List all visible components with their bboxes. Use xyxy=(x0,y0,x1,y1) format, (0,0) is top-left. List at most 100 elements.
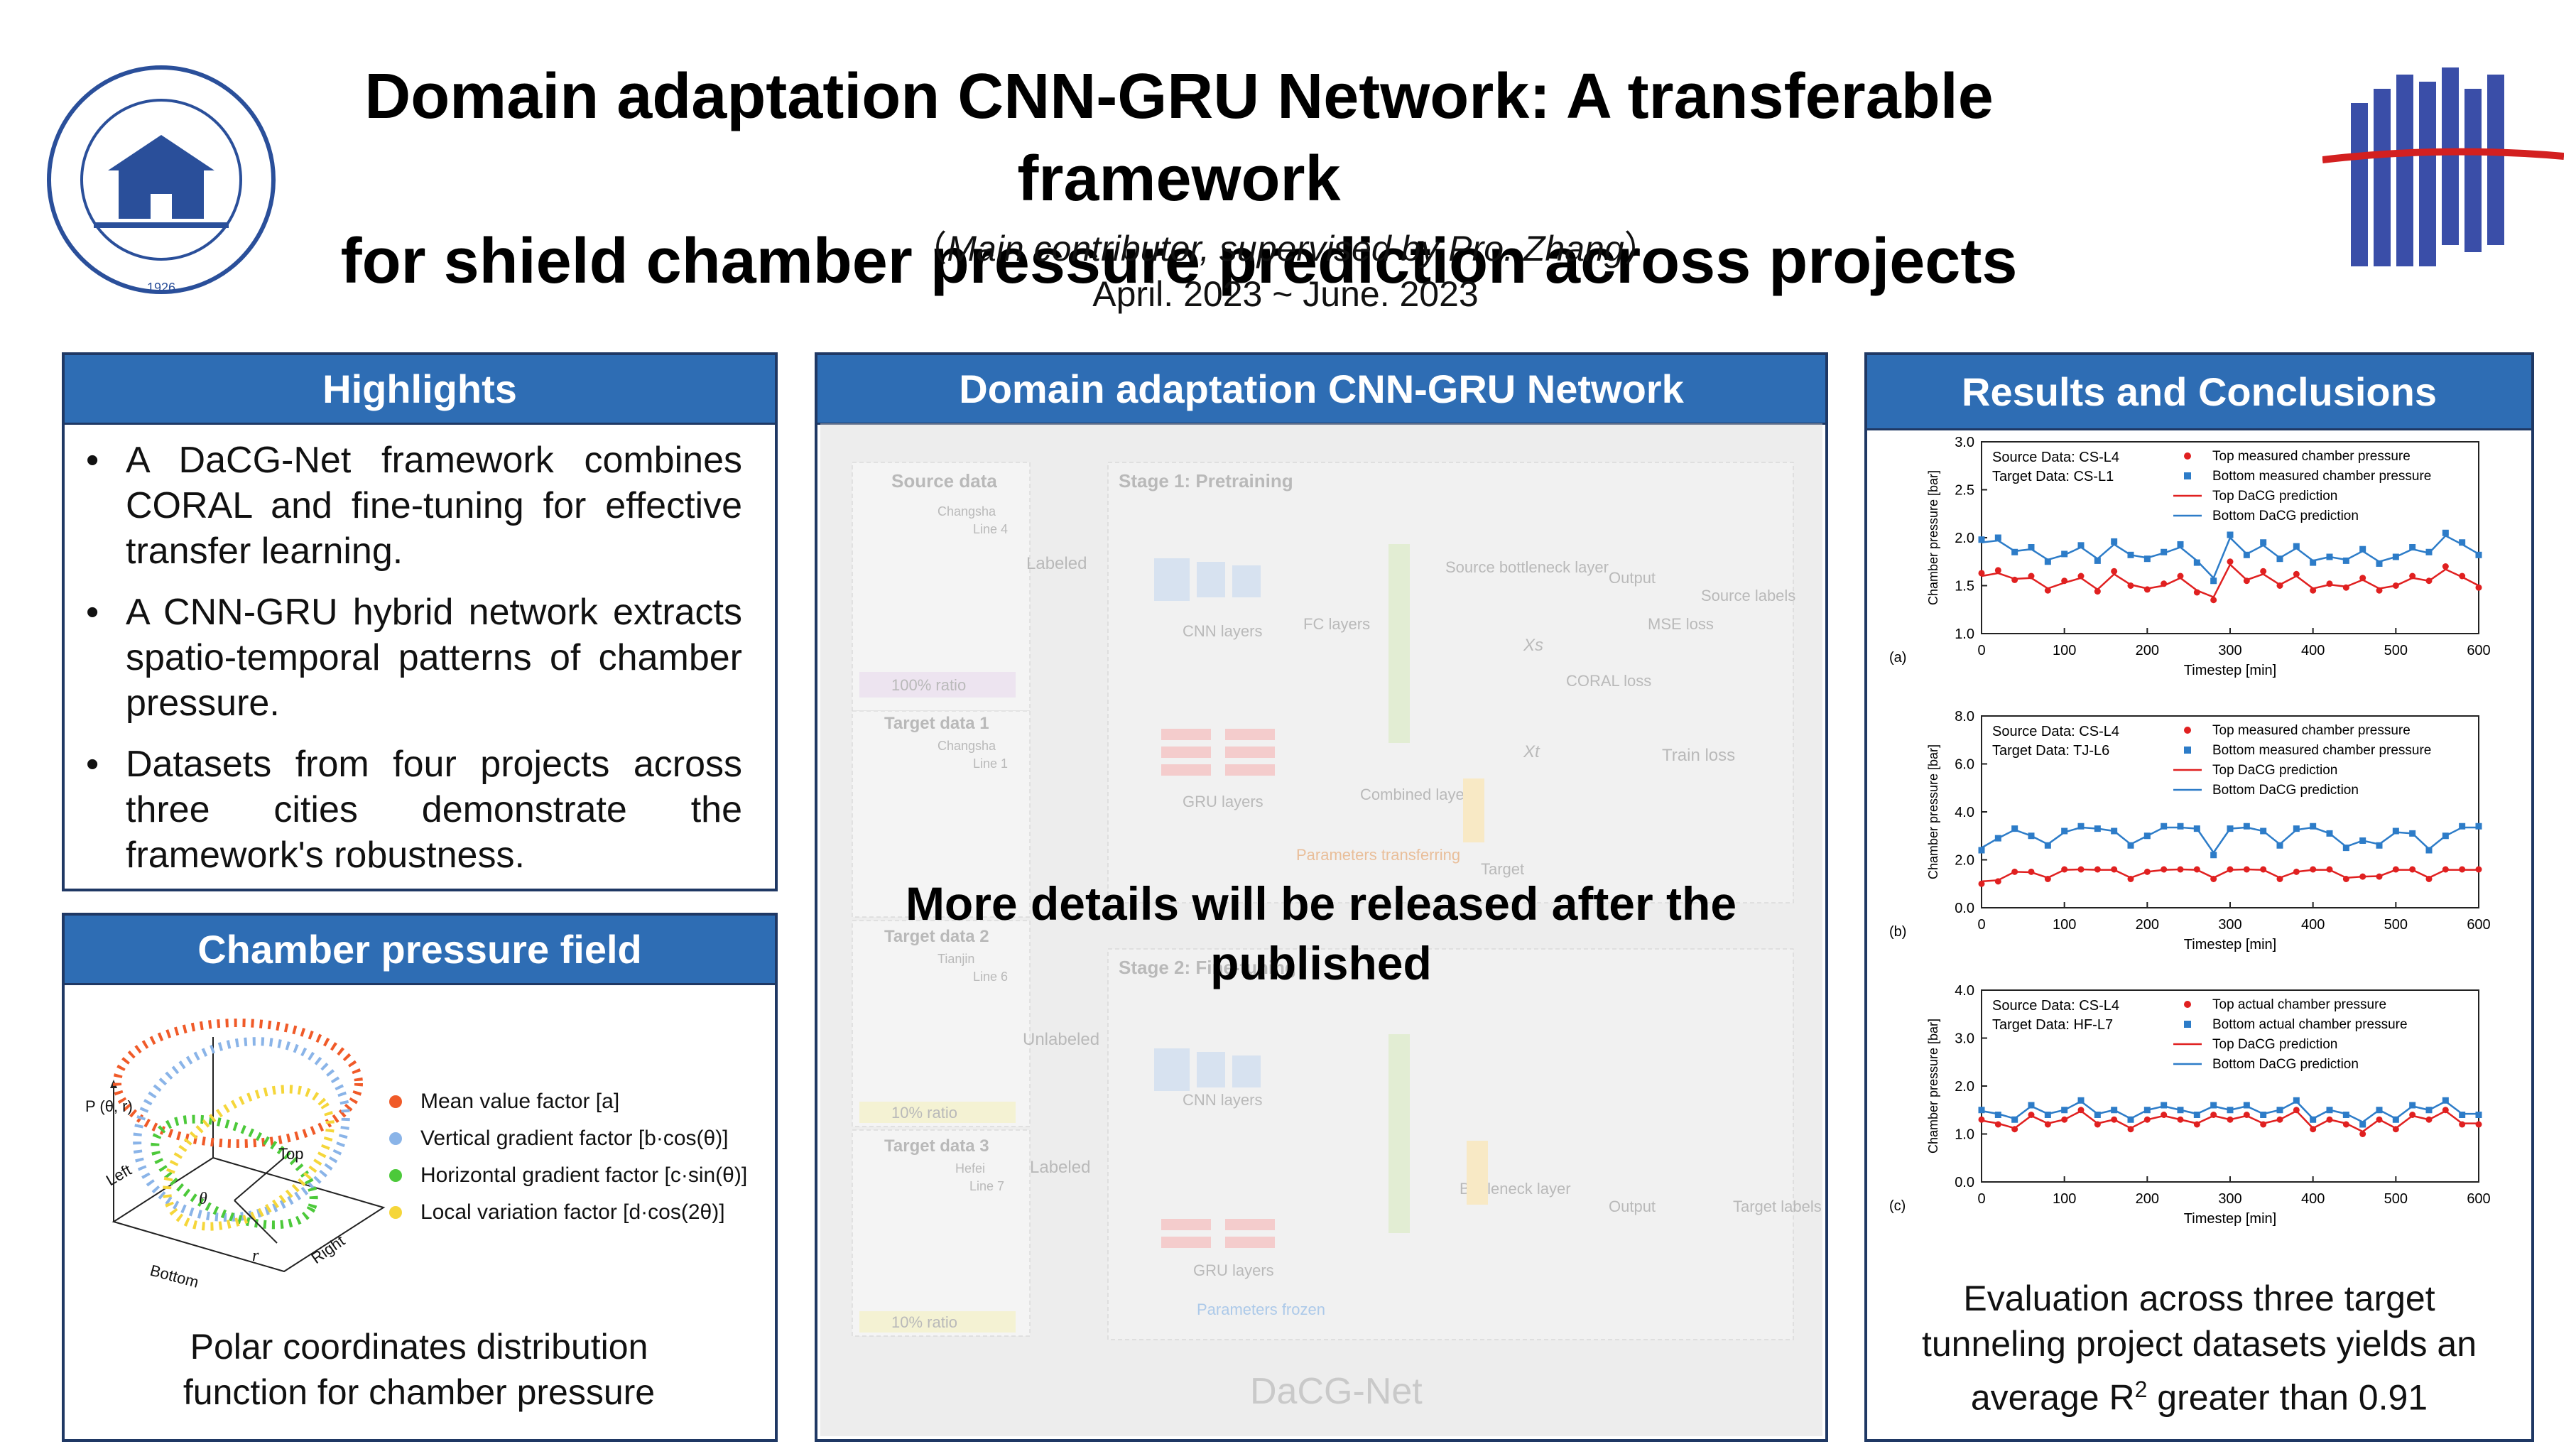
series-point xyxy=(2376,560,2383,567)
series-point xyxy=(2475,1112,2482,1118)
series-point xyxy=(1994,534,2001,541)
legend-item: Mean value factor [a] xyxy=(389,1090,747,1114)
legend-marker xyxy=(2184,1021,2191,1028)
caption-line-2: function for chamber pressure xyxy=(183,1372,656,1412)
x-tick-label: 500 xyxy=(2384,643,2408,658)
target-labels-label: Target labels xyxy=(1733,1198,1822,1215)
series-point xyxy=(2359,575,2366,582)
x-axis-label: Timestep [min] xyxy=(2184,1211,2276,1227)
x-tick-label: 300 xyxy=(2218,1191,2241,1207)
series-point xyxy=(2077,542,2085,549)
y-axis-label: Chamber pressure [bar] xyxy=(1926,470,1940,605)
x-tick-label: 500 xyxy=(2384,917,2408,933)
field-legend: Mean value factor [a] Vertical gradient … xyxy=(389,1090,747,1237)
series-point xyxy=(2260,568,2267,575)
series-point xyxy=(1994,1112,2001,1118)
x-tick-label: 0 xyxy=(1977,643,1985,658)
y-axis-label: Chamber pressure [bar] xyxy=(1926,744,1940,879)
legend-marker xyxy=(2184,727,2191,734)
legend-text: Top DaCG prediction xyxy=(2212,489,2337,504)
series-point xyxy=(2359,1131,2366,1137)
highlights-panel: Highlights A DaCG-Net framework combines… xyxy=(62,352,778,891)
series-point xyxy=(2475,823,2482,830)
series-point xyxy=(2409,544,2416,550)
series-point xyxy=(1994,567,2001,574)
y-tick-label: 0.0 xyxy=(1955,901,1974,916)
target1-label: Target data 1 xyxy=(884,714,989,733)
x-tick-label: 400 xyxy=(2301,643,2325,658)
panel-label: (b) xyxy=(1889,924,1906,940)
conclusion-line-3: average R2 greater than 0.91 xyxy=(1970,1377,2428,1418)
series-point xyxy=(1978,880,1985,887)
legend-text: Bottom DaCG prediction xyxy=(2212,509,2359,523)
source-text: Source Data: CS-L4 xyxy=(1992,998,2119,1014)
y-axis-label: Chamber pressure [bar] xyxy=(1926,1019,1940,1154)
xs-label: Xs xyxy=(1523,636,1543,655)
stage2-label: Stage 2: Fine-tuning xyxy=(1119,957,1296,978)
pressure-field-panel: Chamber pressure field xyxy=(62,913,778,1442)
xt-label: Xt xyxy=(1523,742,1540,761)
x-tick-label: 300 xyxy=(2218,917,2241,933)
x-tick-label: 400 xyxy=(2301,917,2325,933)
legend-item: Vertical gradient factor [b·cos(θ)] xyxy=(389,1127,747,1151)
y-tick-label: 2.0 xyxy=(1955,531,1974,546)
legend-text: Top DaCG prediction xyxy=(2212,763,2337,778)
source-labels-label: Source labels xyxy=(1701,587,1795,604)
source-data-label: Source data xyxy=(891,470,997,492)
series-point xyxy=(2260,539,2267,546)
series-point xyxy=(2161,548,2168,555)
series-point xyxy=(2243,1102,2250,1109)
legend-marker xyxy=(2184,1001,2191,1008)
highlight-item: Datasets from four projects across three… xyxy=(65,742,742,878)
params-frozen-label: Parameters frozen xyxy=(1197,1301,1325,1318)
target-text: Target Data: HF-L7 xyxy=(1992,1017,2113,1033)
x-tick-label: 600 xyxy=(2467,917,2490,933)
legend-text: Top DaCG prediction xyxy=(2212,1037,2337,1052)
x-tick-label: 100 xyxy=(2053,643,2076,658)
highlight-item: A CNN-GRU hybrid network extracts spatio… xyxy=(65,590,742,726)
series-point xyxy=(2376,842,2383,849)
x-tick-label: 500 xyxy=(2384,1191,2408,1207)
contributor-text: Main contributor, supervised by Pro. Zha… xyxy=(947,229,1624,268)
series-point xyxy=(2442,529,2449,536)
title-line-2: for shield chamber pressure prediction a… xyxy=(340,226,2018,297)
series-point xyxy=(2459,823,2466,830)
series-line xyxy=(1981,563,2479,599)
ratio100-label: 100% ratio xyxy=(891,676,966,694)
logo-year: 1926 xyxy=(146,281,176,295)
series-point xyxy=(2111,538,2118,545)
pressure-field-heading: Chamber pressure field xyxy=(65,916,775,985)
coral-loss-label: CORAL loss xyxy=(1566,672,1651,690)
legend-item: Horizontal gradient factor [c·sin(θ)] xyxy=(389,1163,747,1188)
series-point xyxy=(2310,823,2317,830)
bottleneck-label: Bottleneck layer xyxy=(1460,1180,1571,1198)
series-point xyxy=(2210,1102,2217,1109)
x-tick-label: 100 xyxy=(2053,1191,2076,1207)
series-line xyxy=(1981,534,2479,580)
series-point xyxy=(2177,572,2184,580)
y-tick-label: 3.0 xyxy=(1955,1031,1974,1047)
series-point xyxy=(2342,845,2349,852)
source-text: Source Data: CS-L4 xyxy=(1992,724,2119,739)
series-point xyxy=(2392,827,2399,835)
conclusion-line-2: tunneling project datasets yields an xyxy=(1921,1324,2477,1364)
r-label: r xyxy=(252,1247,259,1265)
legend-text: Top measured chamber pressure xyxy=(2212,449,2411,464)
panel-label: (c) xyxy=(1889,1198,1906,1214)
legend-marker xyxy=(2184,472,2191,479)
series-point xyxy=(1978,847,1985,854)
left-label: Left xyxy=(103,1161,134,1189)
x-tick-label: 0 xyxy=(1977,917,1985,933)
overlay-line-1: More details will be released after the xyxy=(905,877,1737,930)
y-tick-label: 4.0 xyxy=(1955,983,1974,999)
series-point xyxy=(2061,827,2068,835)
results-conclusion: Evaluation across three target tunneling… xyxy=(1875,1276,2523,1421)
series-point xyxy=(2044,558,2051,565)
target-bottleneck-label: Target xyxy=(1481,860,1524,878)
poster-title: Domain adaptation CNN-GRU Network: A tra… xyxy=(270,55,2088,303)
poster-subtitle: （Main contributor, supervised by Pro. Zh… xyxy=(639,226,1932,317)
x-tick-label: 600 xyxy=(2467,1191,2490,1207)
title-line-1: Domain adaptation CNN-GRU Network: A tra… xyxy=(364,61,1994,215)
series-point xyxy=(2310,559,2317,566)
